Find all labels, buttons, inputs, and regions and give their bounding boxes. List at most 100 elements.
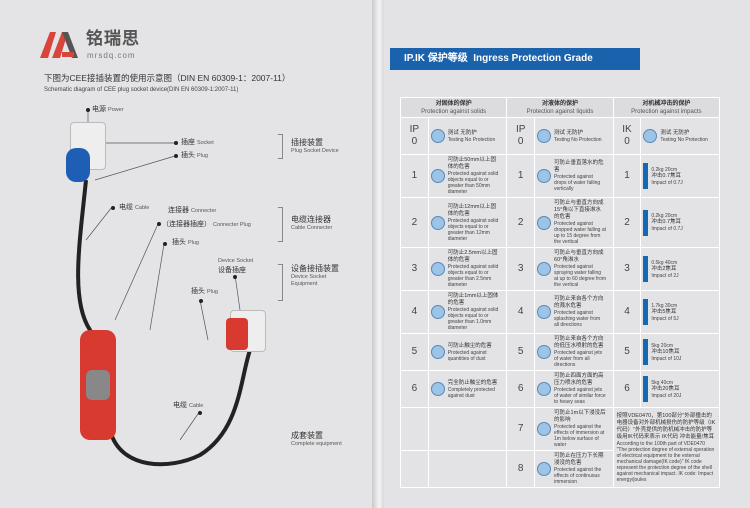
- ik-label: IK: [622, 124, 632, 135]
- test-icon: [430, 129, 445, 143]
- label-connecter-plug-cn: （连接器插座）: [162, 221, 211, 228]
- no-protection-en: Testing No Protection: [447, 136, 496, 143]
- grade: 0: [517, 136, 524, 147]
- label-cable-en: Cable: [134, 205, 150, 211]
- ip-liquids-grade: 7: [506, 407, 536, 451]
- liquids-cn: 可防止与垂直方向成15°角以下直接淋水的危害: [554, 200, 604, 220]
- liquids-cn: 可防止四面方面的高压力喷水的危害: [554, 373, 604, 386]
- label-connecter-cn: 连接器: [168, 207, 189, 214]
- ip-liquids-grade: 2: [506, 197, 536, 248]
- label-socket-en: Socket: [196, 140, 214, 146]
- header-en: Protection against solids: [421, 108, 487, 115]
- no-protection-cn: 测试 无防护: [447, 129, 477, 136]
- label-cable-cn: 电缆: [119, 204, 133, 211]
- liquids-en: Protected against jets of water of simil…: [554, 387, 606, 405]
- header-cn: 对机械冲击的保护: [642, 100, 691, 107]
- water-test-icon: [537, 382, 552, 396]
- solid-probe-icon: [430, 382, 445, 396]
- water-test-icon: [537, 262, 552, 276]
- solid-probe-icon: [430, 215, 445, 230]
- ik-note-cn: 按照VDE0470，第100部分"外部撞击的电器设备对外部机械损伤的防护等级（I…: [616, 412, 716, 440]
- ip-label: IP: [409, 124, 420, 135]
- right-page: IP.IK 保护等级 Ingress Protection Grade 对固体的…: [384, 0, 750, 508]
- no-protection-cn: 测试 无防护: [554, 129, 584, 136]
- solids-en: Protected against solid objects equal to…: [447, 307, 499, 331]
- label-power-cn: 电源: [92, 106, 106, 113]
- title-en: Ingress Protection Grade: [473, 53, 593, 64]
- label-connecter-plug: （连接器插座） Connecter Plug: [162, 220, 251, 230]
- ip-solids-grade: 4: [400, 290, 429, 334]
- label-device-socket-en: Device Socket: [218, 258, 254, 264]
- label-socket: 插座 Socket: [181, 138, 214, 148]
- ip-liquids-grade: 8: [506, 450, 536, 488]
- group-dse-cn: 设备接插装置: [291, 264, 339, 273]
- solids-cn: 可防止50mm以上固体的危害: [447, 157, 496, 170]
- impacts-en: Impact of 20J: [651, 392, 682, 399]
- solids-en: Completely protected against dust: [447, 386, 495, 399]
- impact-spec: 0.2kg 20cm: [651, 213, 678, 219]
- liquids-cn: 可防止在压力下长期浸没的危害: [554, 453, 604, 466]
- liquids-cn: 可防止来自各个方向的溅水危害: [554, 296, 604, 309]
- label-plug2: 插头 Plug: [172, 238, 199, 248]
- group-psd-en: Plug Socket Device: [291, 148, 339, 154]
- no-protection-en: Testing No Protection: [554, 136, 602, 143]
- brand-url: mrsdq.com: [87, 51, 136, 60]
- impacts-en: Impact of 0.7J: [651, 179, 683, 186]
- device-socket-red: [226, 318, 248, 350]
- power-dot: [86, 108, 90, 112]
- connection-lines: [76, 110, 252, 467]
- page-gutter: [372, 0, 384, 508]
- liquids-en: Protected against the effects of continu…: [554, 467, 602, 485]
- label-power: 电源 Power: [92, 105, 124, 115]
- plug-dot: [174, 154, 178, 158]
- solids-cn: 完全防止触尘的危害: [447, 379, 498, 386]
- diagram-title-cn: 下图为CEE接插装置的使用示意图（DIN EN 60309-1：2007-11）: [44, 73, 291, 83]
- left-page: 铭瑞思 mrsdq.com 下图为CEE接插装置的使用示意图（DIN EN 60…: [0, 0, 372, 508]
- ik-code-note: 按照VDE0470，第100部分"外部撞击的电器设备对外部机械损伤的防护等级（I…: [612, 407, 721, 488]
- device-socket-dot: [233, 275, 237, 279]
- label-plug3: 插头 Plug: [191, 287, 218, 297]
- group-complete-en: Complete equipment: [291, 441, 342, 447]
- solids-cn: 可防止12mm以上固体的危害: [447, 203, 496, 217]
- test-icon: [537, 129, 552, 143]
- solid-probe-icon: [430, 262, 445, 276]
- impacts-cn: 冲击10焦耳: [651, 348, 680, 355]
- ip-label: IP: [515, 124, 526, 135]
- liquids-en: Protected against drops of water falling…: [554, 174, 601, 192]
- impact-wall-icon: [643, 209, 649, 236]
- ip-solids-grade: 1: [400, 154, 429, 198]
- solids-cn: 可防止2.5mm以上固体的危害: [447, 250, 498, 263]
- label-plug-en: Plug: [196, 153, 208, 159]
- cable2-dot: [198, 411, 202, 415]
- connecter-dot: [157, 222, 161, 226]
- ip-liquids-grade: 5: [506, 333, 536, 371]
- ik-grade: 6: [612, 370, 642, 408]
- label-connecter: 连接器 Connecter: [168, 206, 216, 216]
- solid-probe-icon: [430, 169, 445, 183]
- solids-en: Protected against solid objects equal to…: [447, 264, 499, 288]
- plug2-dot: [163, 242, 167, 246]
- impact-wall-icon: [643, 299, 649, 325]
- impacts-cn: 冲击0.7焦耳: [651, 172, 682, 179]
- label-cable2: 电缆 Cable: [173, 401, 203, 411]
- group-dse-en: Device Socket Equipment: [291, 274, 327, 287]
- ip-solids-grade: 3: [400, 247, 429, 291]
